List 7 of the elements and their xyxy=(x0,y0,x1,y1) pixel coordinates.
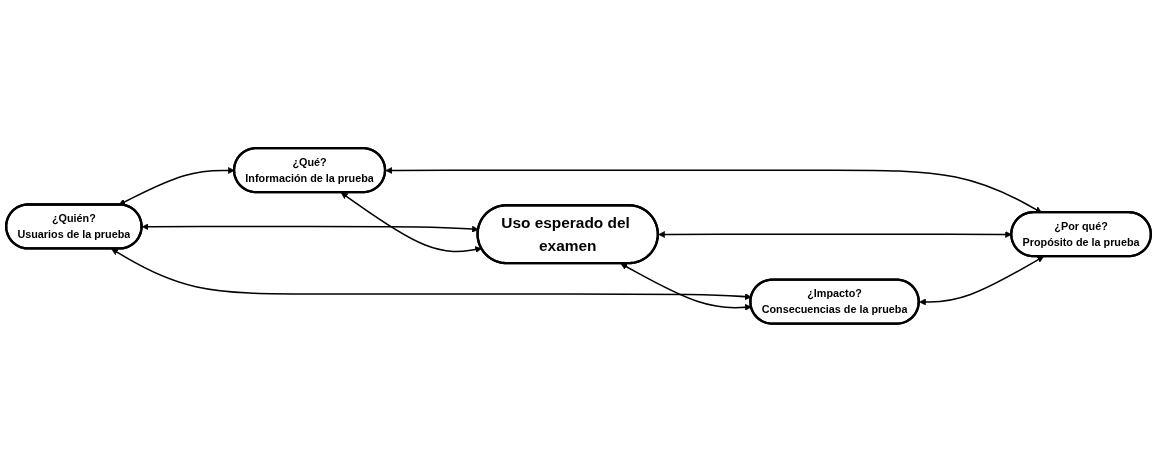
arrow xyxy=(919,255,1044,305)
arrow xyxy=(141,223,479,233)
arrow xyxy=(111,248,752,300)
arrow xyxy=(658,230,1012,238)
arrow xyxy=(620,262,752,311)
arrow xyxy=(118,166,235,205)
arrow xyxy=(340,192,482,253)
